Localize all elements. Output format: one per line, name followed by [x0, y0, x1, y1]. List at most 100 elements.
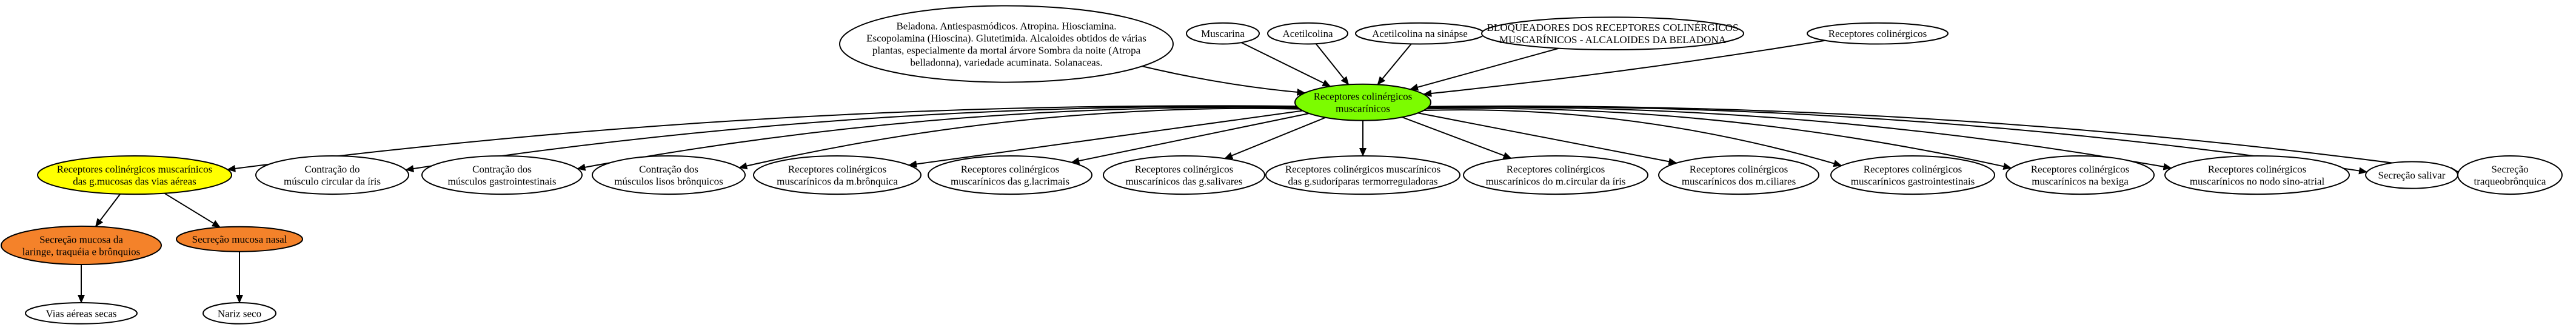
node-label-line: muscarínicos gastrointestinais — [1851, 176, 1975, 187]
node-label-line: Receptores colinérgicos — [788, 164, 887, 175]
edge-bloqueadores-to-center — [1410, 47, 1559, 91]
node-label-line: Receptores colinérgicos — [2208, 164, 2307, 175]
node-bloqueadores: BLOQUEADORES DOS RECEPTORES COLINÉRGICOS… — [1481, 16, 1744, 50]
node-label-line: MUSCARÍNICOS - ALCALOIDES DA BELADONA — [1499, 34, 1727, 45]
node-label-line: Receptores colinérgicos — [1507, 164, 1605, 175]
node-label-line: das g.mucosas das vias aéreas — [73, 176, 196, 187]
node-label-line: Receptores colinérgicos — [961, 164, 1060, 175]
node-shape — [1186, 22, 1260, 45]
node-label-line: Secreção mucosa da — [39, 234, 123, 245]
node-label-line: Secreção mucosa nasal — [192, 234, 287, 245]
node-label-line: laringe, traquéia e brônquios — [22, 246, 141, 257]
node-shape — [1463, 155, 1648, 195]
node-label-line: Escopolamina (Hioscina). Glutetimida. Al… — [866, 33, 1146, 44]
node-shape — [1658, 155, 1819, 195]
edge-vias_aereas-to-secrecao_nasal — [164, 192, 221, 228]
edge-center-to-secrecao_traqueo — [1428, 105, 2460, 175]
node-shape — [255, 155, 409, 195]
node-acetilcolina-sinapse: Acetilcolina na sinápse — [1355, 22, 1485, 45]
node-shape — [1294, 83, 1431, 121]
edge-center-to-rec_g_lacrimais — [1071, 113, 1310, 164]
node-label-line: das g.sudoríparas termorreguladoras — [1288, 176, 1438, 187]
node-shape — [592, 155, 746, 195]
node-label-line: Contração dos — [639, 164, 698, 175]
node-label-line: Secreção salivar — [2378, 170, 2446, 181]
edge-center-to-rec_gastrointestinais — [1423, 109, 1842, 167]
edge-center-to-rec_nodo — [1428, 106, 2172, 170]
node-label-line: muscarínicos — [1336, 103, 1390, 115]
node-shape — [421, 155, 583, 195]
edge-center-to-rec_g_salivares — [1224, 116, 1326, 160]
node-label-line: muscarínicos das g.salivares — [1125, 176, 1242, 187]
node-shape — [37, 155, 232, 195]
node-label-line: Beladona. Antiespasmódicos. Atropina. Hi… — [896, 21, 1116, 32]
node-label-line: Secreção — [2491, 164, 2528, 175]
edge-muscarina-to-center — [1240, 42, 1331, 87]
node-label-line: muscarínicos das g.lacrimais — [951, 176, 1069, 187]
edge-acetilcolina-to-center — [1315, 43, 1350, 86]
node-label-line: Receptores colinérgicos — [1864, 164, 1962, 175]
node-shape — [1807, 22, 1949, 45]
node-label-line: Nariz seco — [218, 308, 261, 319]
node-vias-secas: Vias aéreas secas — [25, 302, 138, 325]
node-muscarina: Muscarina — [1186, 22, 1260, 45]
node-label-line: músculo circular da íris — [284, 176, 381, 187]
node-shape — [2457, 155, 2563, 195]
node-label-line: BLOQUEADORES DOS RECEPTORES COLINÉRGICOS — [1487, 22, 1739, 33]
node-shape — [1830, 155, 1995, 195]
node-label-line: Contração do — [304, 164, 360, 175]
node-shape — [25, 302, 138, 325]
node-shape — [202, 302, 276, 325]
node-shape — [1265, 155, 1460, 195]
edge-center-to-contracao_gi — [577, 106, 1299, 171]
edge-center-to-rec_m_ciliares — [1417, 112, 1678, 166]
node-beladona: Beladona. Antiespasmódicos. Atropina. Hi… — [839, 5, 1174, 83]
node-label-line: muscarínicos no nodo sino-atrial — [2190, 176, 2325, 187]
node-label-line: Contração dos — [472, 164, 532, 175]
edge-center-to-rec_bexiga — [1426, 107, 2012, 170]
node-shape — [753, 155, 922, 195]
edge-receptores_colinergicos-to-center — [1423, 39, 1825, 97]
node-shape — [928, 155, 1092, 195]
node-shape — [1, 225, 162, 265]
node-secrecao-nasal: Secreção mucosa nasal — [176, 226, 303, 252]
node-vias-aereas: Receptores colinérgicos muscarínicosdas … — [37, 155, 232, 195]
node-label-line: Receptores colinérgicos — [1314, 91, 1413, 103]
edge-acetilcolina_sinapse-to-center — [1377, 43, 1412, 86]
node-shape — [1103, 155, 1265, 195]
node-shape — [2164, 155, 2350, 195]
node-label-line: Receptores colinérgicos muscarínicos — [57, 164, 213, 175]
node-label-line: Receptores colinérgicos — [1690, 164, 1788, 175]
node-label-line: belladonna), variedade acuminata. Solana… — [910, 57, 1102, 69]
edge-center-to-rec_m_circular_iris — [1402, 116, 1512, 159]
node-label-line: plantas, especialmente da mortal árvore … — [872, 45, 1141, 56]
edge-center-to-contracao_bronquicos — [738, 107, 1300, 170]
node-shape — [839, 5, 1174, 83]
node-label-line: músculos lisos brônquicos — [614, 176, 723, 187]
node-label-line: Vias aéreas secas — [46, 308, 117, 319]
node-label-line: traqueobrônquica — [2474, 176, 2546, 187]
node-label-line: muscarínicos da m.brônquica — [777, 176, 898, 187]
edge-beladona-to-center — [1142, 66, 1306, 96]
node-label-line: Receptores colinérgicos muscarínicos — [1285, 164, 1441, 175]
node-label-line: Receptores colinérgicos — [1828, 28, 1927, 39]
node-label-line: muscarínicos na bexiga — [2032, 176, 2129, 187]
node-shape — [1481, 16, 1744, 50]
edges-layer — [78, 39, 2460, 304]
node-label-line: Acetilcolina — [1282, 28, 1333, 39]
edge-center-to-vias_aereas — [227, 105, 1297, 172]
edge-center-to-rec_m_bronquica — [908, 110, 1303, 168]
node-label-line: Muscarina — [1201, 28, 1245, 39]
